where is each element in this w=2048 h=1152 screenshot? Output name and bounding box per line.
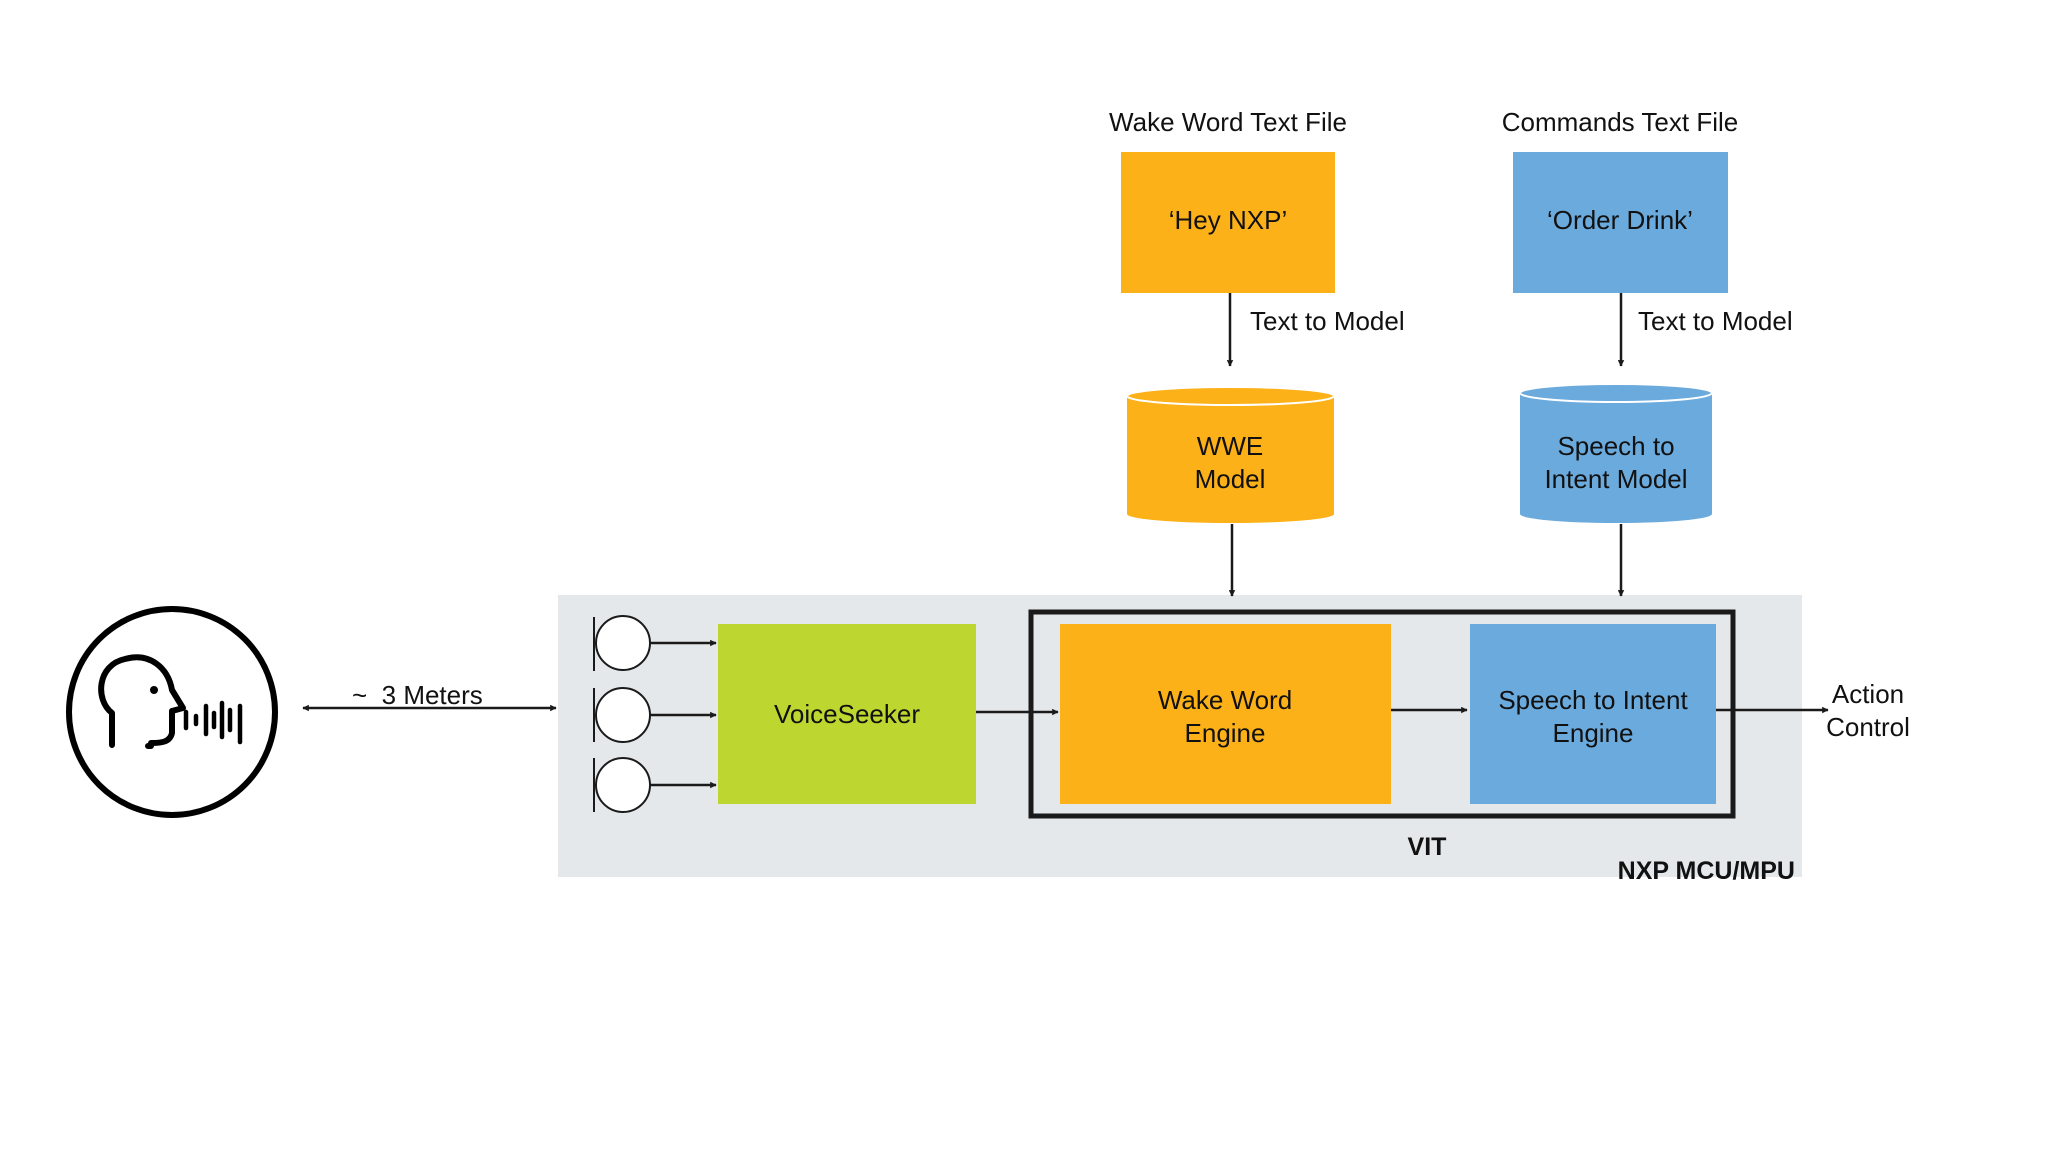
wake-word-file-content: ‘Hey NXP’ — [1169, 205, 1287, 235]
action-control-label-line2: Control — [1826, 712, 1910, 742]
commands-text-to-model-label: Text to Model — [1638, 306, 1793, 336]
wake-word-file-title: Wake Word Text File — [1109, 107, 1347, 137]
wake-word-file-block[interactable]: ‘Hey NXP’ — [1121, 152, 1335, 293]
sti-model-label-line2: Intent Model — [1544, 464, 1687, 494]
microphone-array — [593, 615, 717, 813]
wwe-model-label-line2: Model — [1195, 464, 1266, 494]
speech-to-intent-engine-block[interactable]: Speech to Intent Engine — [1470, 624, 1716, 804]
speaking-head-icon — [66, 606, 278, 818]
wake-word-text-to-model-label: Text to Model — [1250, 306, 1405, 336]
microphone-icon — [593, 615, 717, 671]
action-control-label-line1: Action — [1832, 679, 1904, 709]
voiceseeker-block[interactable]: VoiceSeeker — [718, 624, 976, 804]
sti-model-cylinder[interactable]: Speech to Intent Model — [1519, 383, 1713, 523]
wake-word-engine-block[interactable]: Wake Word Engine — [1060, 624, 1391, 804]
voiceseeker-label: VoiceSeeker — [774, 699, 920, 729]
commands-file-content: ‘Order Drink’ — [1547, 205, 1693, 235]
microphone-icon — [593, 687, 717, 743]
wwe-model-label-line1: WWE — [1197, 431, 1263, 461]
sti-engine-label-line1: Speech to Intent — [1498, 685, 1688, 715]
wwe-model-cylinder[interactable]: WWE Model — [1126, 386, 1335, 524]
commands-file-title: Commands Text File — [1502, 107, 1739, 137]
distance-label: ~ 3 Meters — [352, 680, 483, 710]
microphone-icon — [593, 757, 717, 813]
platform-label: NXP MCU/MPU — [1618, 857, 1795, 885]
sti-engine-label-line2: Engine — [1553, 718, 1634, 748]
vit-label: VIT — [1408, 833, 1447, 861]
vit-frame — [1028, 609, 1736, 819]
wake-word-engine-label-line2: Engine — [1185, 718, 1266, 748]
wake-word-engine-label-line1: Wake Word — [1158, 685, 1292, 715]
sti-model-label-line1: Speech to — [1557, 431, 1674, 461]
commands-file-block[interactable]: ‘Order Drink’ — [1513, 152, 1728, 293]
